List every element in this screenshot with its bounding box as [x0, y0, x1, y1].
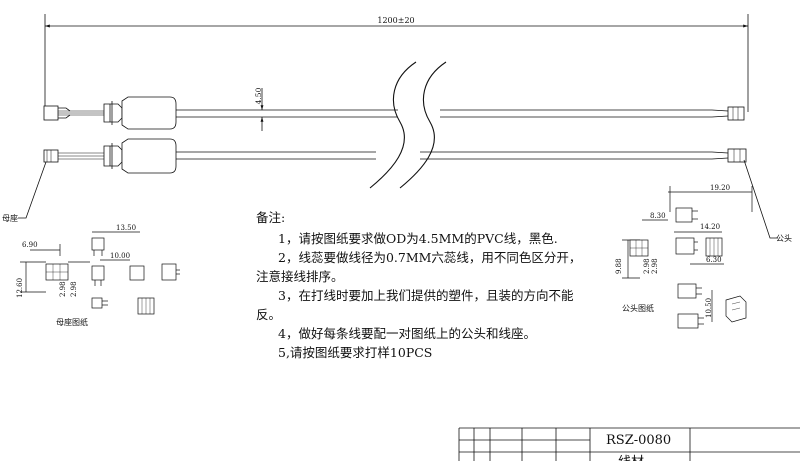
male-dim-7: 6.30: [706, 256, 722, 264]
male-view-title: 公头图纸: [622, 303, 654, 313]
od-dimension-label: 4.50: [254, 87, 263, 104]
male-dim-5: 2.98: [643, 258, 651, 274]
female-dim-2: 6.90: [22, 241, 38, 249]
female-dim-3: 10.00: [110, 252, 130, 260]
title-block-name: 线材: [618, 455, 644, 461]
female-dim-4: 12.60: [16, 278, 24, 298]
male-leader: [743, 159, 778, 239]
notes-heading: 备注:: [256, 210, 286, 225]
female-dim-5: 2.98: [59, 281, 67, 297]
male-dim-1: 19.20: [710, 184, 730, 192]
note-item: 4，做好每条线要配一对图纸上的公头和线座。: [278, 326, 536, 341]
title-block-grid: [458, 427, 800, 461]
overall-length-dimension: [44, 14, 749, 112]
male-dim-3: 14.20: [700, 223, 720, 231]
note-item: 3，在打线时要加上我们提供的塑件，且装的方向不能反。: [256, 288, 574, 322]
female-dim-1: 13.50: [116, 224, 136, 232]
cable-upper: [43, 96, 745, 130]
overall-length-label: 1200±20: [377, 16, 414, 25]
female-dim-6: 2.98: [70, 281, 78, 297]
male-dim-4: 9.88: [615, 258, 623, 274]
note-item: 5,请按图纸要求打样10PCS: [278, 345, 433, 360]
note-item: 2，线蕊要做线径为0.7MM六蕊线，用不同色区分开，注意接线排序。: [256, 250, 582, 284]
male-dim-8: 10.50: [705, 298, 713, 318]
female-view-title: 母座图纸: [56, 317, 88, 327]
male-dim-2: 8.30: [650, 212, 666, 220]
male-dim-6: 2.98: [651, 258, 659, 274]
break-symbol: [369, 61, 447, 189]
note-item: 1，请按图纸要求做OD为4.5MM的PVC线，黑色.: [278, 231, 558, 246]
male-detail-views: [622, 186, 753, 329]
notes-block: 备注: 1，请按图纸要求做OD为4.5MM的PVC线，黑色. 2，线蕊要做线径为…: [256, 208, 586, 362]
female-connector-label: 母座: [2, 213, 18, 223]
female-detail-views: [20, 231, 180, 315]
male-connector-label: 公头: [776, 233, 792, 243]
cable-lower: [43, 138, 747, 174]
title-block-part-no: RSZ-0080: [606, 433, 671, 448]
female-leader: [18, 161, 47, 219]
